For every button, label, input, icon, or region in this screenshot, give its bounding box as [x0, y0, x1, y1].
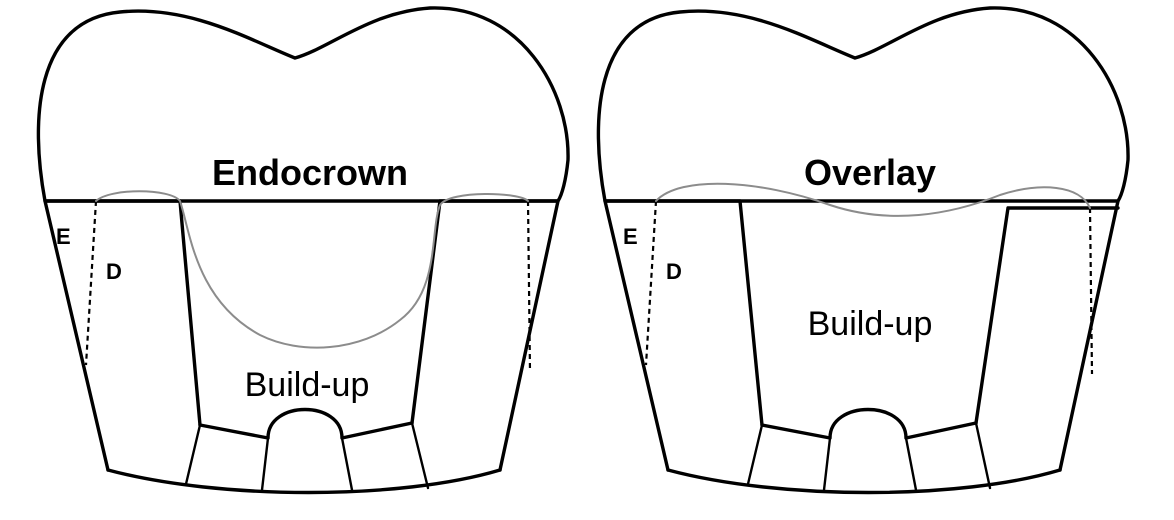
overlay-dej-right	[1088, 207, 1094, 375]
overlay-crown-outline	[596, 6, 1130, 203]
endocrown-enamel-label: E	[56, 224, 71, 249]
endocrown-dej-right	[526, 200, 532, 373]
overlay-base	[666, 468, 1062, 495]
overlay-enamel-label: E	[623, 224, 638, 249]
overlay-dej-left	[644, 200, 658, 366]
endocrown-left-wall	[43, 199, 202, 472]
endocrown-pulp-floor	[198, 407, 414, 440]
endocrown-dentin-label: D	[106, 259, 122, 284]
overlay-left-wall	[603, 199, 764, 472]
endocrown-panel: Endocrown Build-up E D	[36, 6, 570, 495]
endocrown-crown-outline	[36, 6, 570, 203]
overlay-build-up-label: Build-up	[808, 305, 933, 343]
endocrown-base	[106, 468, 502, 495]
endocrown-dej-left	[84, 200, 98, 366]
overlay-panel: Overlay Build-up E D	[596, 6, 1130, 495]
overlay-restoration-interface	[655, 182, 1091, 217]
overlay-canal-right	[904, 421, 992, 492]
overlay-pulp-floor	[760, 407, 978, 440]
overlay-title: Overlay	[804, 152, 936, 193]
endocrown-build-up-label: Build-up	[245, 366, 370, 404]
overlay-dentin-label: D	[666, 259, 682, 284]
overlay-canal-left	[746, 423, 832, 492]
endocrown-restoration-interface	[95, 190, 529, 349]
endocrown-title: Endocrown	[212, 152, 408, 193]
endocrown-right-wall	[410, 199, 560, 472]
overlay-right-wall	[974, 199, 1120, 472]
endocrown-canal-right	[340, 421, 430, 492]
endocrown-canal-left	[184, 423, 270, 492]
